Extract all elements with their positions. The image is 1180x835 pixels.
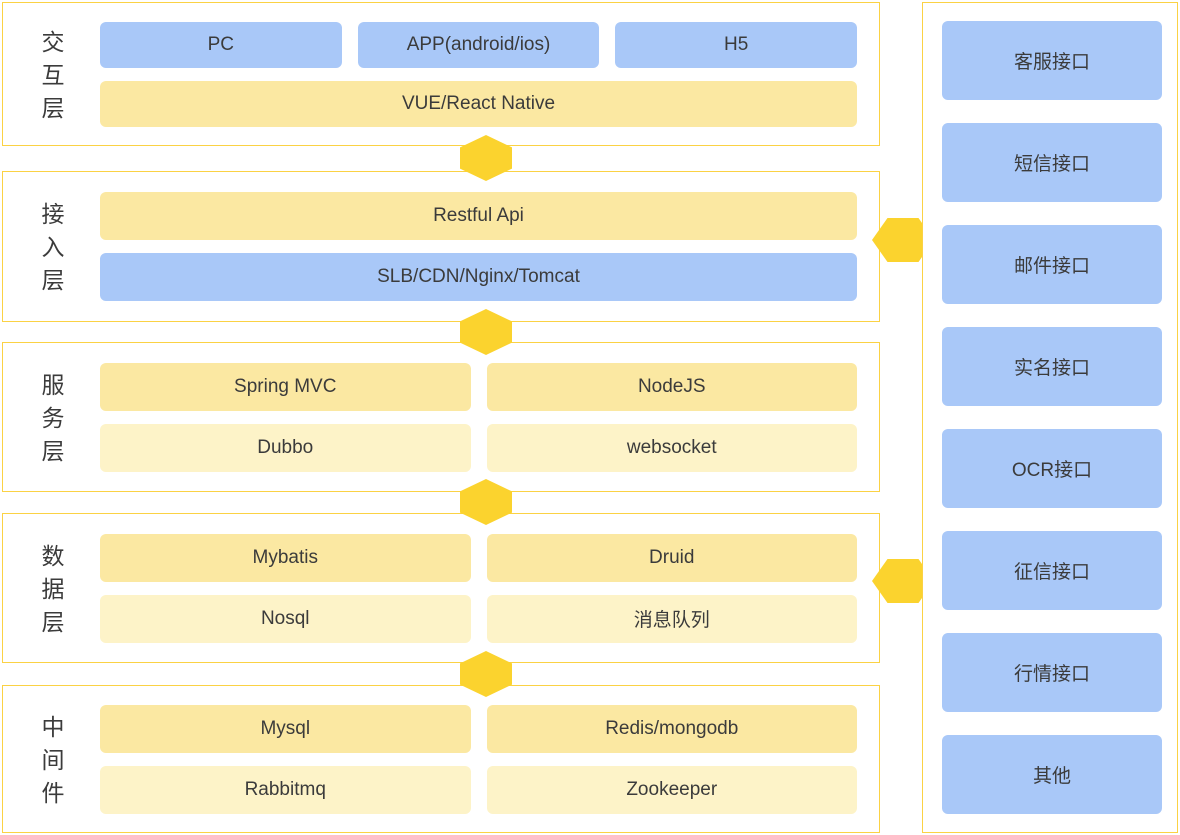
layer-label-text: 中间件 bbox=[38, 714, 64, 814]
node-mysql: Mysql bbox=[100, 704, 471, 753]
interface-market: 行情接口 bbox=[942, 633, 1162, 712]
layer-label-text: 交互层 bbox=[38, 29, 64, 129]
layer-label-text: 数据层 bbox=[38, 543, 64, 643]
layer-middleware-content: Mysql Redis/mongodb Rabbitmq Zookeeper bbox=[100, 686, 857, 832]
layer-label-text: 接入层 bbox=[38, 202, 64, 301]
layer-access-content: Restful Api SLB/CDN/Nginx/Tomcat bbox=[100, 172, 857, 321]
interface-sms: 短信接口 bbox=[942, 123, 1162, 202]
interfaces-panel: 客服接口 短信接口 邮件接口 实名接口 OCR接口 征信接口 行情接口 其他 bbox=[922, 2, 1178, 833]
layer-interaction: 交互层 PC APP(android/ios) H5 VUE/React Nat… bbox=[2, 2, 880, 146]
interface-customer-service: 客服接口 bbox=[942, 21, 1162, 100]
node-redis-mongodb: Redis/mongodb bbox=[486, 704, 857, 753]
node-pc: PC bbox=[100, 21, 342, 68]
layer-label-data: 数据层 bbox=[3, 514, 99, 662]
layer-label-access: 接入层 bbox=[3, 172, 99, 321]
layer-data-content: Mybatis Druid Nosql 消息队列 bbox=[100, 514, 857, 662]
node-row: Rabbitmq Zookeeper bbox=[100, 765, 857, 814]
node-vue-react-native: VUE/React Native bbox=[100, 80, 857, 127]
node-druid: Druid bbox=[486, 533, 857, 582]
node-restful-api: Restful Api bbox=[100, 192, 857, 240]
interface-real-name: 实名接口 bbox=[942, 327, 1162, 406]
node-app-android-ios: APP(android/ios) bbox=[357, 21, 600, 68]
node-spring-mvc: Spring MVC bbox=[100, 362, 471, 411]
node-nodejs: NodeJS bbox=[486, 362, 857, 411]
layer-label-interaction: 交互层 bbox=[3, 3, 99, 145]
node-row: Dubbo websocket bbox=[100, 423, 857, 472]
layer-middleware: 中间件 Mysql Redis/mongodb Rabbitmq Zookeep… bbox=[2, 685, 880, 833]
interface-email: 邮件接口 bbox=[942, 225, 1162, 304]
node-row: SLB/CDN/Nginx/Tomcat bbox=[100, 253, 857, 301]
node-dubbo: Dubbo bbox=[100, 423, 471, 472]
layer-data: 数据层 Mybatis Druid Nosql 消息队列 bbox=[2, 513, 880, 663]
layer-interaction-content: PC APP(android/ios) H5 VUE/React Native bbox=[100, 3, 858, 145]
interface-ocr: OCR接口 bbox=[942, 429, 1162, 508]
node-row: Mybatis Druid bbox=[100, 533, 857, 582]
layer-service: 服务层 Spring MVC NodeJS Dubbo websocket bbox=[2, 342, 880, 492]
node-h5: H5 bbox=[615, 21, 858, 68]
layer-label-middleware: 中间件 bbox=[3, 686, 99, 832]
node-nosql: Nosql bbox=[100, 594, 471, 643]
node-row: Restful Api bbox=[100, 192, 857, 240]
node-row: Spring MVC NodeJS bbox=[100, 362, 857, 411]
layer-label-text: 服务层 bbox=[38, 372, 64, 472]
node-slb-cdn-nginx-tomcat: SLB/CDN/Nginx/Tomcat bbox=[100, 253, 857, 301]
node-rabbitmq: Rabbitmq bbox=[100, 765, 471, 814]
layer-access: 接入层 Restful Api SLB/CDN/Nginx/Tomcat bbox=[2, 171, 880, 322]
node-row: PC APP(android/ios) H5 bbox=[100, 21, 858, 68]
node-row: Nosql 消息队列 bbox=[100, 594, 857, 643]
interface-other: 其他 bbox=[942, 735, 1162, 814]
node-mybatis: Mybatis bbox=[100, 533, 471, 582]
layer-label-service: 服务层 bbox=[3, 343, 99, 491]
interface-credit: 征信接口 bbox=[942, 531, 1162, 610]
layer-service-content: Spring MVC NodeJS Dubbo websocket bbox=[100, 343, 857, 491]
node-row: Mysql Redis/mongodb bbox=[100, 704, 857, 753]
node-websocket: websocket bbox=[486, 423, 857, 472]
node-row: VUE/React Native bbox=[100, 80, 857, 127]
node-zookeeper: Zookeeper bbox=[486, 765, 857, 814]
node-message-queue: 消息队列 bbox=[486, 594, 857, 643]
